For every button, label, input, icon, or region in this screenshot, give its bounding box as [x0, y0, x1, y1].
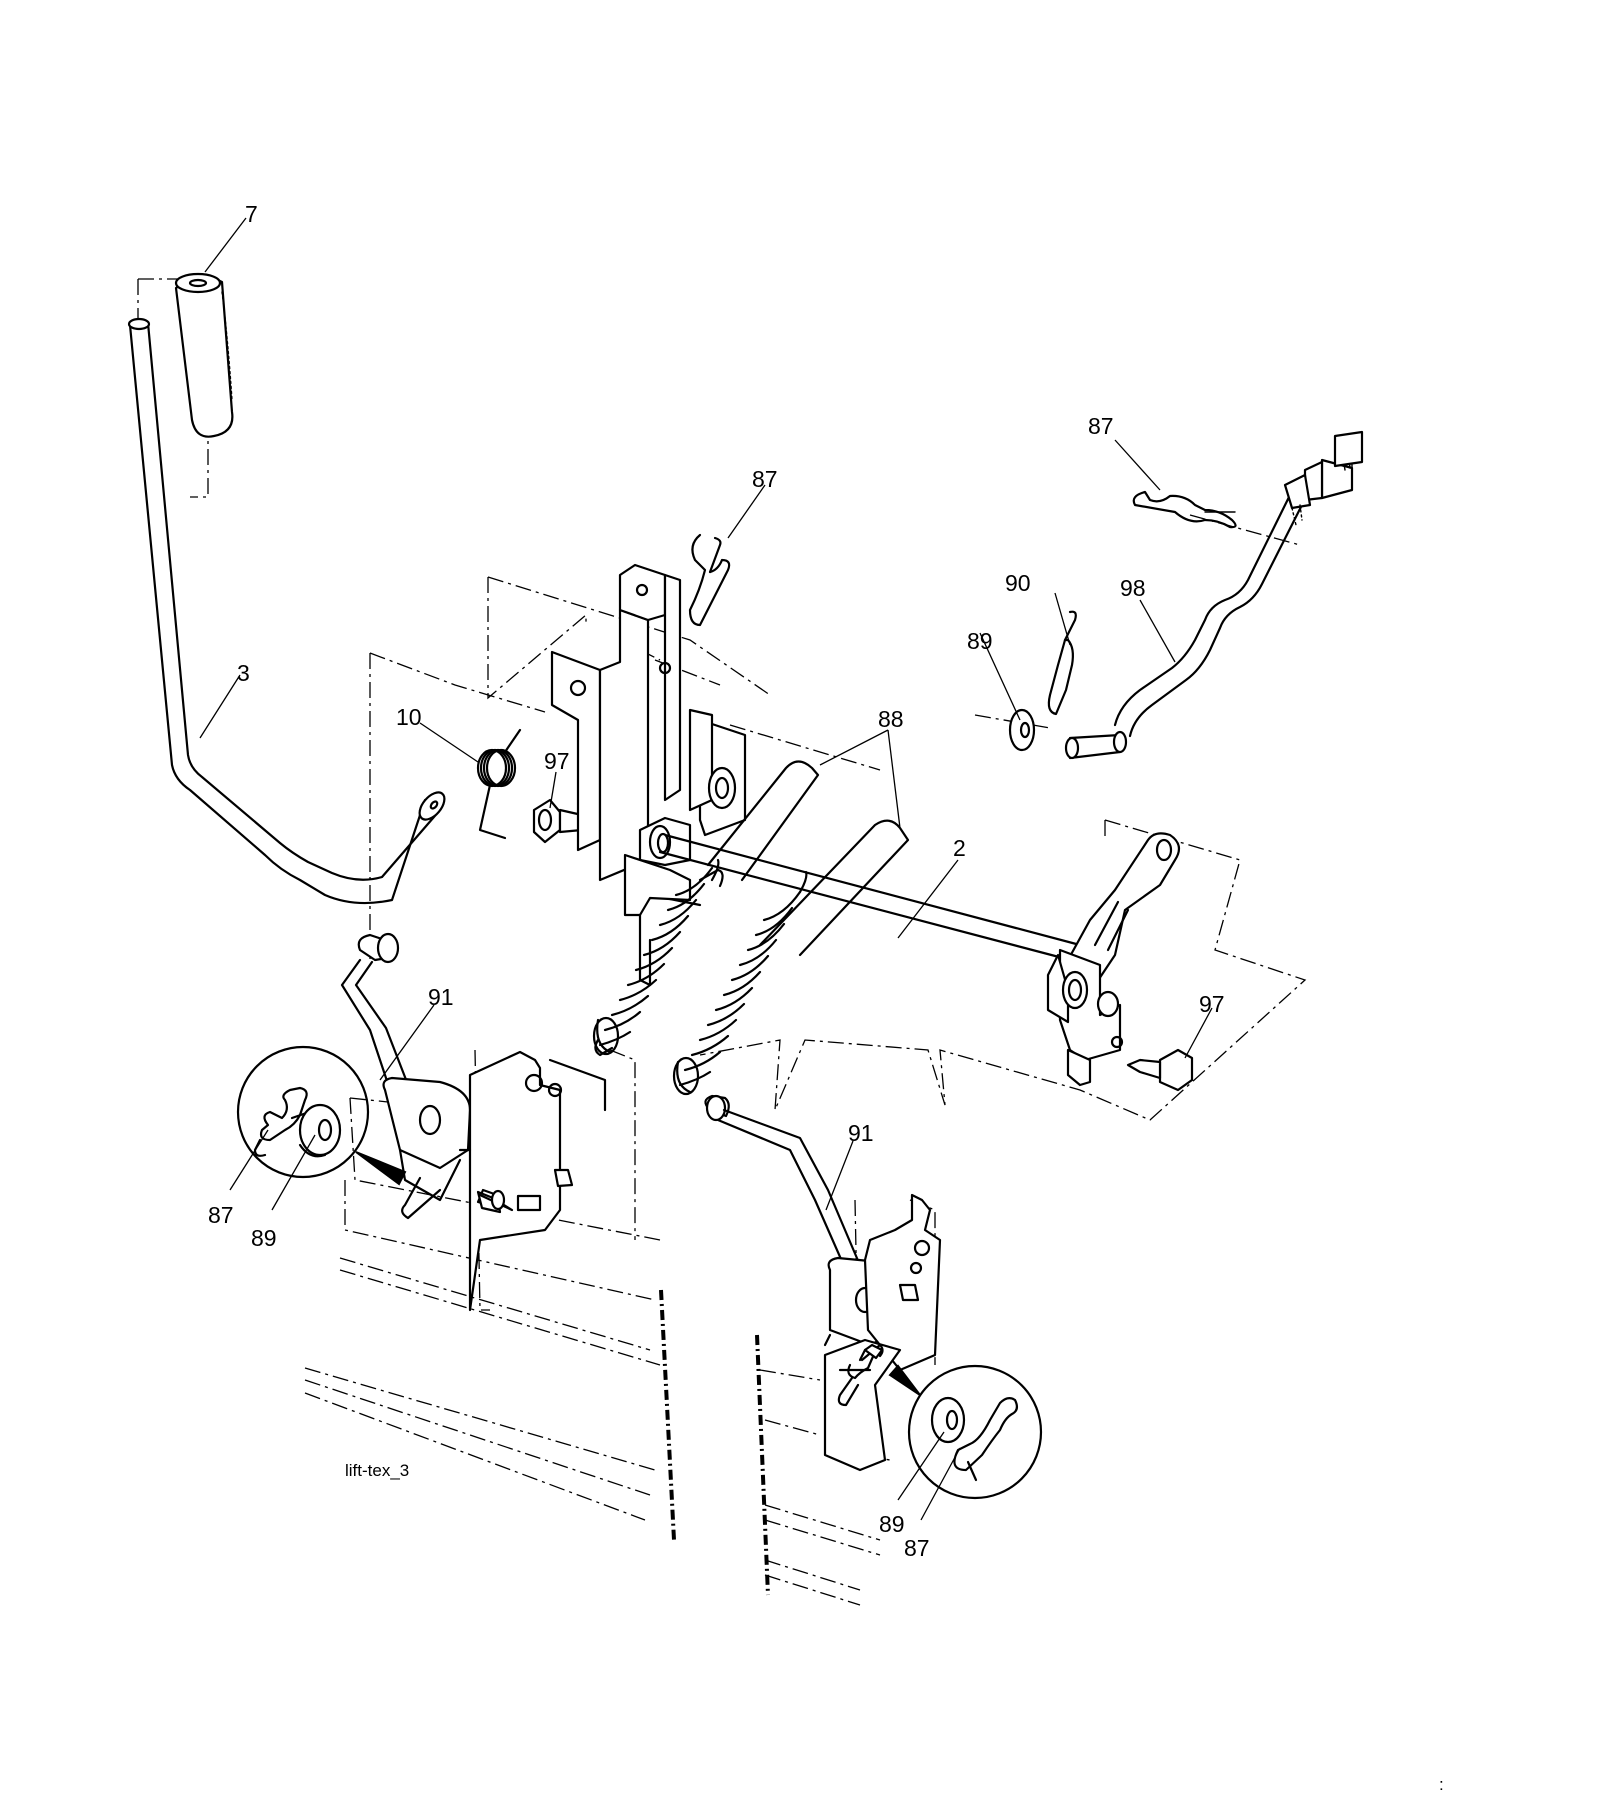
callout-washer-right: 89: [967, 628, 993, 654]
callout-cotter: 90: [1005, 570, 1031, 596]
washer-right: [1008, 708, 1036, 752]
callout-adjuster-rod: 98: [1120, 575, 1146, 601]
callout-torsion-spring: 10: [396, 704, 422, 730]
assembly-phantom-lines: [137, 278, 1307, 1606]
grip: [174, 272, 234, 438]
hairpin-right: [1132, 490, 1237, 529]
callout-hairpin-right-detail: 87: [904, 1535, 930, 1561]
torsion-spring: [476, 728, 522, 840]
leader-lines: [199, 217, 1213, 1521]
callout-grip: 7: [245, 201, 258, 227]
lift-handle: [127, 317, 446, 905]
detail-left: [236, 1045, 407, 1186]
spring-coils-left: [592, 858, 724, 1057]
bolt-right: [1126, 1048, 1194, 1092]
callout-link-right: 91: [848, 1120, 874, 1146]
callout-hairpin-right: 87: [1088, 413, 1114, 439]
left-pivot-bracket: [382, 1050, 607, 1312]
callout-extension-springs: 88: [878, 706, 904, 732]
diagram-caption: lift-tex_3: [345, 1461, 409, 1480]
callout-lift-handle: 3: [237, 660, 250, 686]
callout-labels: 7 3 87 87 10 97 97 89 90 98 88 2 91 91 8…: [208, 201, 1225, 1561]
adjuster-rod: [1064, 430, 1364, 760]
cotter-pin: [1047, 610, 1077, 716]
corner-mark: :: [1439, 1775, 1444, 1794]
detail-right: [888, 1364, 1043, 1500]
callout-washer-right-detail: 89: [879, 1511, 905, 1537]
lift-shaft: [656, 832, 1082, 964]
upper-bracket: [550, 563, 702, 907]
right-pivot-bracket: [823, 1193, 942, 1472]
callout-hairpin-top: 87: [752, 466, 778, 492]
callout-hairpin-left-detail: 87: [208, 1202, 234, 1228]
callout-link-left: 91: [428, 984, 454, 1010]
callout-bolt-right: 97: [1199, 991, 1225, 1017]
callout-washer-left-detail: 89: [251, 1225, 277, 1251]
spring-coils-right: [672, 870, 808, 1096]
hairpin-top: [688, 533, 731, 627]
center-bracket: [623, 708, 747, 987]
callout-lift-shaft: 2: [953, 835, 966, 861]
callout-bolt-left: 97: [544, 748, 570, 774]
right-lift-arm: [1046, 832, 1181, 1087]
